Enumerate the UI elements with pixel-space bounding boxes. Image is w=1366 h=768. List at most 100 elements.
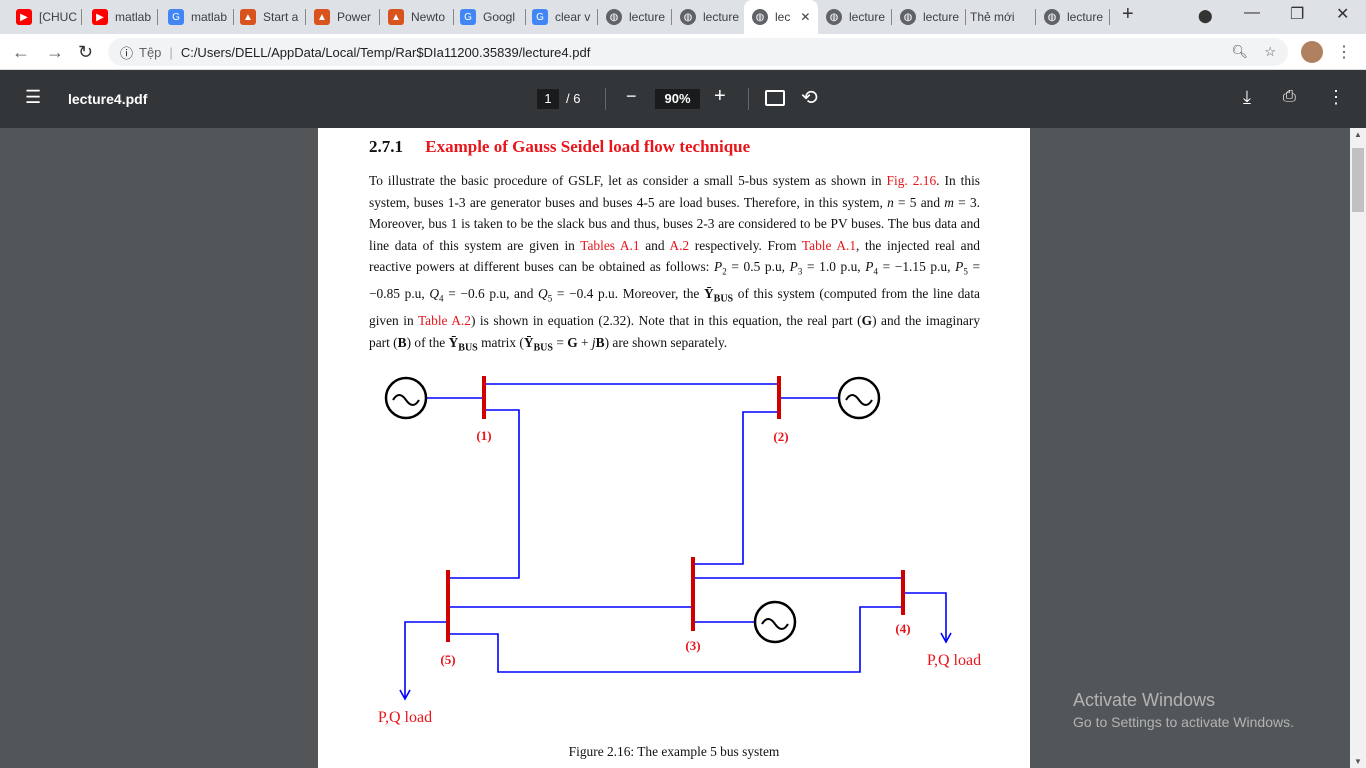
google-icon: G	[168, 9, 184, 25]
globe-icon: ◍	[680, 9, 696, 25]
math-subscript: 5	[547, 293, 553, 304]
text-run: ) and the imaginary part (	[369, 313, 981, 350]
tab-separator	[379, 9, 380, 25]
zoom-icon[interactable]: 🔍︎	[1231, 44, 1248, 59]
scroll-down-icon[interactable]: ▼	[1354, 757, 1362, 766]
globe-icon: ◍	[900, 9, 916, 25]
math-symbol: P	[865, 259, 874, 274]
rotate-icon[interactable]: ⟲	[801, 87, 818, 109]
bookmark-star-icon[interactable]: ☆	[1264, 44, 1276, 59]
pdf-title: lecture4.pdf	[68, 91, 148, 107]
text-run: = 0.5 p.u,	[726, 259, 790, 274]
menu-icon[interactable]: ⋮	[1336, 44, 1352, 61]
math-symbol: Ȳ	[448, 334, 459, 350]
math-subscript: 3	[797, 266, 803, 277]
cross-reference-link[interactable]: A.2	[669, 237, 690, 253]
tab-separator	[1109, 9, 1110, 25]
cross-reference-link[interactable]: Table A.1	[801, 237, 857, 253]
close-tab-icon[interactable]: ✕	[800, 10, 811, 24]
download-icon[interactable]: ⤓	[1243, 87, 1251, 107]
watermark-subtitle: Go to Settings to activate Windows.	[1073, 714, 1294, 730]
browser-tab[interactable]: ▲Start a	[232, 6, 306, 28]
cross-reference-link[interactable]: Table A.2	[417, 313, 471, 329]
scrollbar[interactable]: ▲ ▼	[1350, 128, 1366, 768]
reload-icon[interactable]: ↻	[78, 42, 94, 62]
browser-tab[interactable]: ▲Power	[306, 6, 380, 28]
math-symbol: B	[595, 334, 605, 350]
browser-tab[interactable]: Thẻ mới	[962, 6, 1036, 28]
url-text[interactable]: C:/Users/DELL/AppData/Local/Temp/Rar$DIa…	[180, 44, 591, 60]
browser-tab[interactable]: ▶ matlab	[84, 6, 158, 28]
math-subscript: 5	[963, 266, 968, 277]
omnibox[interactable]: ⓘ Tệp | C:/Users/DELL/AppData/Local/Temp…	[108, 38, 1288, 66]
watermark-title: Activate Windows	[1073, 690, 1216, 710]
tab-separator	[597, 9, 598, 25]
restore-button[interactable]: ❐	[1290, 6, 1305, 23]
tab-label: matlab	[191, 10, 228, 24]
cross-reference-link[interactable]: Tables A.1	[580, 237, 640, 253]
math-symbol: Q	[538, 286, 548, 302]
hamburger-icon[interactable]: ☰	[25, 87, 42, 107]
tab-separator	[965, 9, 966, 25]
browser-tab[interactable]: ◍lec ✕	[744, 0, 818, 34]
print-icon[interactable]: ⎙	[1283, 88, 1296, 105]
pdf-page: 2.7.1 Example of Gauss Seidel load flow …	[318, 128, 1030, 768]
tab-label: Thẻ mới	[970, 10, 1015, 24]
page-number-input[interactable]: 1	[537, 89, 559, 109]
browser-tab[interactable]: ◍ lecture	[598, 6, 672, 28]
math-symbol: Ȳ	[703, 286, 714, 302]
math-symbol: n	[887, 194, 894, 210]
browser-tab[interactable]: ▶[CHUC	[8, 6, 82, 28]
tab-label: matlab	[115, 10, 152, 24]
tab-label: lecture	[629, 10, 666, 24]
youtube-icon: ▶	[92, 9, 108, 25]
cross-reference-link[interactable]: Fig. 2.16	[886, 173, 937, 188]
forward-icon[interactable]: →	[46, 42, 64, 62]
more-options-icon[interactable]: ⋮	[1327, 87, 1345, 107]
fit-page-icon[interactable]	[765, 90, 785, 106]
text-run: = 1.0 p.u,	[802, 259, 866, 274]
browser-tab[interactable]: ◍lecture	[818, 6, 892, 28]
math-subscript: BUS	[458, 342, 478, 354]
text-run: = −0.85 p.u,	[369, 259, 980, 302]
text-run: , the injected real and reactive powers …	[369, 237, 980, 275]
youtube-icon: ▶	[16, 9, 32, 25]
google-translate-icon: G	[460, 9, 476, 25]
globe-icon: ◍	[606, 9, 622, 25]
info-icon[interactable]: ⓘ	[120, 45, 134, 61]
address-bar-row: ← → ↻ ⓘ Tệp | C:/Users/DELL/AppData/Loca…	[0, 34, 1366, 70]
section-number: 2.7.1	[369, 137, 403, 156]
matlab-icon: ▲	[388, 9, 404, 25]
text-run: = 5 and	[893, 194, 945, 210]
browser-tab[interactable]: ◍lecture	[1036, 6, 1110, 28]
tab-separator	[1035, 9, 1036, 25]
close-window-button[interactable]: ✕	[1336, 6, 1350, 23]
zoom-input[interactable]: 90%	[655, 89, 700, 109]
scroll-up-icon[interactable]: ▲	[1354, 130, 1362, 139]
tab-label: lec	[775, 10, 791, 24]
divider	[748, 88, 749, 110]
zoom-out-button[interactable]: −	[626, 86, 637, 106]
scrollbar-thumb[interactable]	[1352, 148, 1364, 212]
math-symbol: Q	[429, 286, 440, 302]
text-run: = −0.6 p.u, and	[443, 286, 539, 302]
zoom-in-button[interactable]: +	[714, 85, 726, 107]
new-tab-button[interactable]: +	[1122, 3, 1134, 25]
section-heading: 2.7.1 Example of Gauss Seidel load flow …	[369, 137, 750, 157]
math-subscript: BUS	[713, 293, 734, 305]
text-run: matrix (	[477, 334, 524, 350]
avatar[interactable]	[1301, 41, 1323, 63]
browser-tab[interactable]: ◍lecture	[672, 6, 746, 28]
text-run: and	[639, 237, 670, 253]
back-icon[interactable]: ←	[12, 42, 30, 62]
text-run: = −0.4 p.u. Moreover, the	[552, 286, 704, 302]
tab-separator	[671, 9, 672, 25]
browser-tab[interactable]: ▲Newto	[380, 6, 454, 28]
tab-search-icon[interactable]: ⬤	[1198, 8, 1213, 23]
minimize-button[interactable]: —	[1244, 4, 1260, 21]
browser-tab[interactable]: ◍lecture	[892, 6, 966, 28]
